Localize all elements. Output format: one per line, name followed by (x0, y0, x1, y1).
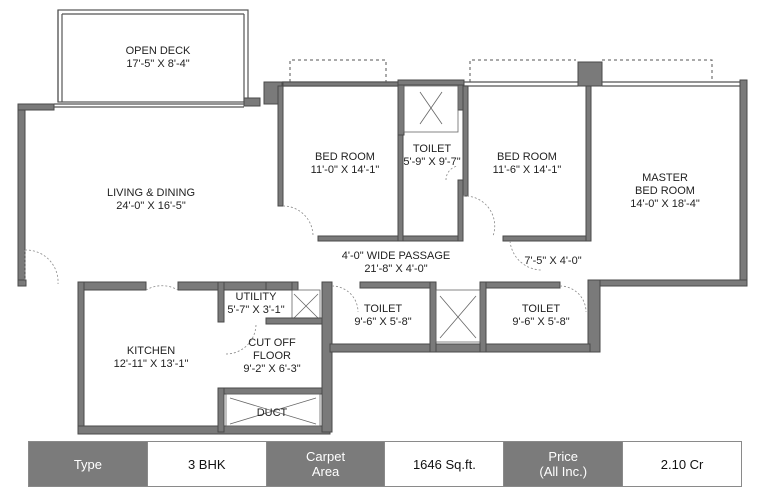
room-labels: OPEN DECK 17'-5" X 8'-4" LIVING & DINING… (107, 45, 700, 419)
specs-table: Type 3 BHK Carpet Area 1646 Sq.ft. Price… (28, 441, 742, 487)
floor-plan: OPEN DECK 17'-5" X 8'-4" LIVING & DINING… (17, 9, 748, 435)
interior-walls (277, 81, 592, 242)
specs-row: Type 3 BHK Carpet Area 1646 Sq.ft. Price… (28, 441, 742, 487)
balcony-outlines (289, 59, 713, 82)
toilet-mid-name: TOILET (364, 303, 403, 315)
toilet-top-size: 5'-9" X 9'-7" (403, 156, 460, 168)
cutoff-line1: CUT OFF (248, 337, 296, 349)
passage-size: 21'-8" X 4'-0" (364, 263, 427, 275)
carpet-label-line1: Carpet (306, 449, 346, 464)
price-value: 2.10 Cr (622, 441, 742, 487)
open-deck-outline (57, 9, 249, 103)
carpet-area-label: Carpet Area (265, 441, 386, 487)
cutoff-size: 9'-2" X 6'-3" (243, 363, 300, 375)
bed2-name: BED ROOM (497, 151, 557, 163)
price-label-line1: Price (548, 449, 579, 464)
toilet-top-name: TOILET (413, 143, 452, 155)
shafts (225, 85, 481, 427)
kitchen-name: KITCHEN (127, 345, 175, 357)
toilet-right-name: TOILET (522, 303, 561, 315)
living-size: 24'-0" X 16'-5" (116, 200, 186, 212)
bed1-size: 11'-0" X 14'-1" (311, 164, 380, 176)
type-value: 3 BHK (146, 441, 267, 487)
open-deck-name: OPEN DECK (126, 45, 191, 57)
outer-walls (17, 61, 748, 435)
lobby-size: 7'-5" X 4'-0" (524, 255, 581, 267)
duct-label: DUCT (257, 407, 288, 419)
carpet-area-value: 1646 Sq.ft. (384, 441, 505, 487)
bed1-name: BED ROOM (315, 151, 375, 163)
type-label: Type (28, 441, 148, 487)
carpet-label-line2: Area (311, 464, 340, 479)
door-swings (24, 165, 587, 355)
toilet-right-size: 9'-6" X 5'-8" (512, 316, 569, 328)
price-label: Price (All Inc.) (503, 441, 624, 487)
toilet-mid-size: 9'-6" X 5'-8" (354, 316, 411, 328)
cutoff-line2: FLOOR (253, 350, 291, 362)
living-name: LIVING & DINING (107, 187, 195, 199)
master-size: 14'-0" X 18'-4" (630, 198, 700, 210)
open-deck-size: 17'-5" X 8'-4" (126, 58, 189, 70)
utility-size: 5'-7" X 3'-1" (227, 304, 284, 316)
kitchen-size: 12'-11" X 13'-1" (114, 358, 189, 370)
master-line2: BED ROOM (635, 185, 695, 197)
utility-name: UTILITY (236, 291, 278, 303)
bed2-size: 11'-6" X 14'-1" (493, 164, 562, 176)
price-label-line2: (All Inc.) (539, 464, 588, 479)
master-line1: MASTER (642, 172, 688, 184)
passage-name: 4'-0" WIDE PASSAGE (342, 250, 451, 262)
